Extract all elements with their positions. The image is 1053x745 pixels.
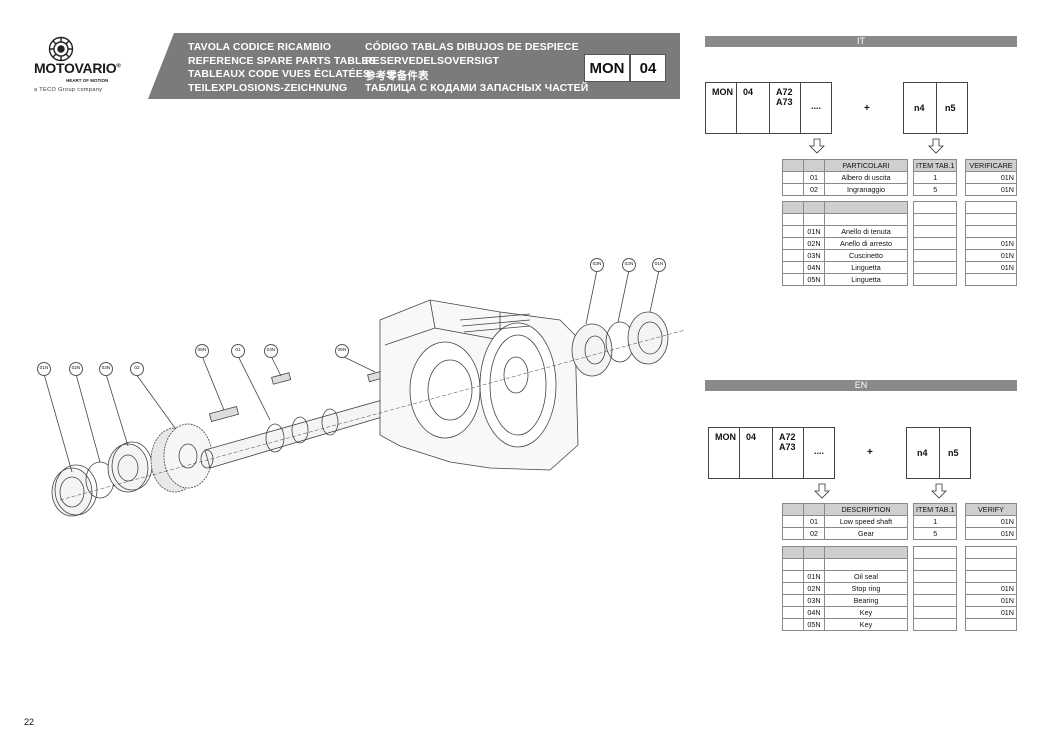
verify-table-sub-it: 01N 01N 01N [965,201,1017,286]
header-title-de: TEILEXPLOSIONS-ZEICHNUNG [188,82,348,94]
bearing-right-part [571,323,613,377]
item-table-sub-it [913,201,957,286]
verify-table-sub-en: 01N 01N 01N [965,546,1017,631]
down-arrow-icon [814,483,830,499]
callout-01-mid: 01 [231,344,245,358]
code-box-n5-it: n5 [936,82,968,134]
logo-tagline: HEART OF MOTION [66,78,109,83]
down-arrow-icon [931,483,947,499]
header-desc-en: DESCRIPTION [824,503,908,516]
header-code-box-2: 04 [630,54,666,82]
exploded-view-drawing [43,269,686,517]
code-box-04-en: 04 [739,427,773,479]
code-box-dots-en: .... [803,427,835,479]
header-verify-en: VERIFY [965,503,1017,516]
oil-seal-right-part [627,311,669,365]
item-table-sub-en [913,546,957,631]
callout-05n-mid: 05N [195,344,209,358]
down-arrow-icon [928,138,944,154]
code-box-n5-en: n5 [939,427,971,479]
item-table-main-it: ITEM TAB.1 1 5 [912,159,958,196]
callout-03n-left: 03N [99,362,113,376]
header-item-en: ITEM TAB.1 [912,503,958,516]
down-arrow-icon [809,138,825,154]
code-box-dots-it: .... [800,82,832,134]
header-item-it: ITEM TAB.1 [912,159,958,172]
verify-table-main-it: VERIFICARE 01N 01N [965,159,1017,196]
logo [30,34,130,94]
shaft-part [204,394,407,469]
header-title-fr: TABLEAUX CODE VUES ÉCLATÉES [188,68,370,80]
callout-02n-left: 02N [69,362,83,376]
code-box-mon-it: MON [705,82,737,134]
logo-emblem-icon [48,36,74,62]
plus-sign-it: + [864,103,870,114]
header-title-da: RESERVEDELSOVERSIGT [365,55,500,67]
header-title-zh: 参考零备件表 [365,70,429,82]
header-title-ru: ТАБЛИЦА С КОДАМИ ЗАПАСНЫХ ЧАСТЕЙ [365,82,589,94]
callout-05n-mid-2: 05N [335,344,349,358]
bearing-left-part [107,443,149,493]
page-number: 22 [24,717,35,727]
code-box-mon-en: MON [708,427,740,479]
section-bar-en: EN [705,380,1017,391]
logo-brand: MOTOVARIO® [34,60,121,76]
header-code-box-1: MON [584,54,630,82]
section-bar-it: IT [705,36,1017,47]
code-box-n4-en: n4 [906,427,940,479]
header-title-en: REFERENCE SPARE PARTS TABLES [188,55,376,67]
verify-table-main-en: VERIFY 01N 01N [965,503,1017,540]
callout-03n-right: 03N [590,258,604,272]
oil-seal-left-part [51,467,93,517]
plus-sign-en: + [867,447,873,458]
header-title-es: CÓDIGO TABLAS DIBUJOS DE DESPIECE [365,41,579,53]
item-table-main-en: ITEM TAB.1 1 5 [912,503,958,540]
callout-02n-right: 02N [622,258,636,272]
code-box-n4-it: n4 [903,82,937,134]
header-title-it: TAVOLA CODICE RICAMBIO [188,41,332,53]
code-box-04-it: 04 [736,82,770,134]
callout-02-left: 02 [130,362,144,376]
key-1-part [208,406,240,422]
header-desc-it: PARTICOLARI [824,159,908,172]
logo-group: a TECO Group company [34,87,103,93]
key-2-part [271,372,292,385]
callout-01n-right: 01N [652,258,666,272]
callout-01n-left: 01N [37,362,51,376]
callout-04n-mid: 04N [264,344,278,358]
header-verify-it: VERIFICARE [965,159,1017,172]
